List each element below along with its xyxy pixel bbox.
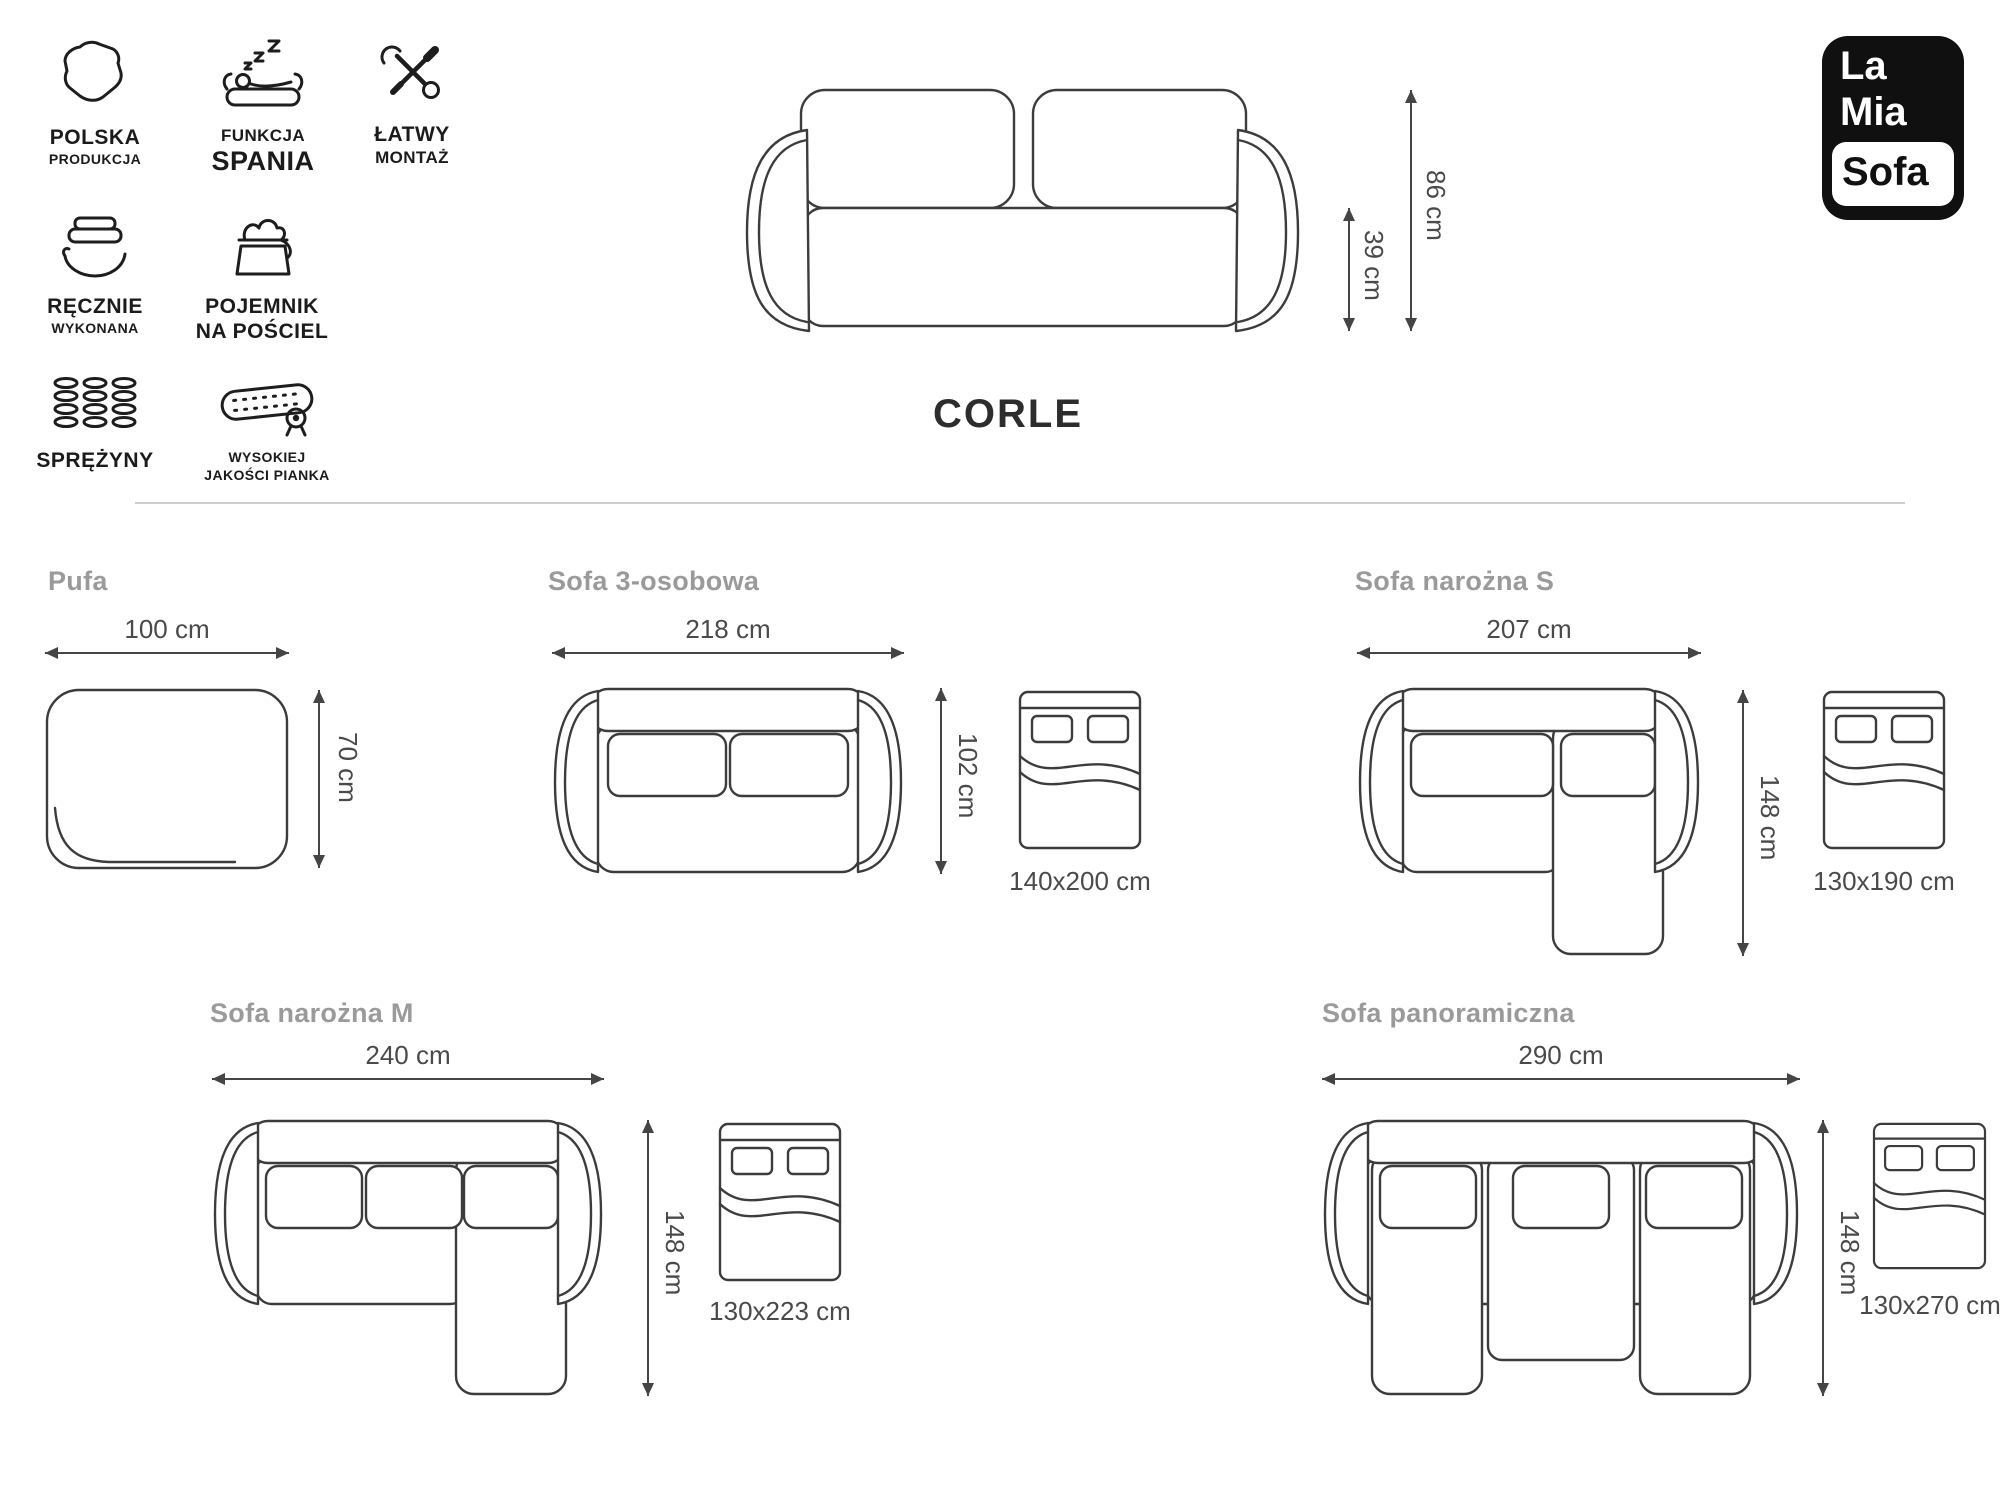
narozna-s-top-view-drawing: [1355, 686, 1703, 958]
total-height-dimension-label: 86 cm: [1421, 170, 1451, 241]
sofa3-depth-arrow: [935, 688, 947, 874]
narozna-s-bed-icon: [1822, 690, 1946, 850]
sofa3-bed-size-label: 140x200 cm: [1009, 866, 1151, 896]
feature-sprezyny: SPRĘŻYNY: [32, 372, 158, 474]
feature-sublabel: SPANIA: [211, 146, 315, 177]
feature-latwy-montaz: ŁATWY MONTAŻ: [352, 38, 472, 168]
feature-label: POJEMNIK: [205, 295, 319, 318]
sofa3-depth-label: 102 cm: [953, 733, 983, 819]
sofa3-width-label: 218 cm: [685, 614, 771, 644]
feature-label: POLSKA: [49, 126, 141, 149]
narozna-s-depth-arrow: [1737, 690, 1749, 956]
feature-recznie-wykonana: RĘCZNIE WYKONANA: [28, 208, 162, 337]
foam-quality-icon: [212, 372, 322, 443]
la-mia-sofa-logo: La Mia Sofa: [1822, 36, 1964, 220]
variant-heading-panoramiczna: Sofa panoramiczna: [1322, 998, 1575, 1028]
variant-heading-narozna-m: Sofa narożna M: [210, 998, 414, 1028]
feature-sublabel: WYKONANA: [51, 319, 139, 336]
narozna-s-width-label: 207 cm: [1486, 614, 1572, 644]
feature-sublabel: PRODUKCJA: [48, 150, 142, 167]
logo-line-1: La: [1840, 44, 1887, 88]
narozna-m-depth-arrow: [642, 1120, 654, 1396]
narozna-m-bed-size-label: 130x223 cm: [709, 1296, 851, 1326]
pufa-depth-arrow: [313, 690, 325, 868]
logo-line-3: Sofa: [1842, 150, 1929, 194]
sofa3-top-view-drawing: [550, 686, 906, 876]
logo-band: [1832, 142, 1954, 206]
feature-wysokiej-jakosci-pianka: WYSOKIEJ JAKOŚCI PIANKA: [182, 372, 352, 484]
narozna-s-depth-label: 148 cm: [1755, 775, 1785, 861]
feature-funkcja-spania: FUNKCJA SPANIA: [188, 33, 338, 177]
tools-icon: [375, 38, 449, 117]
pufa-depth-label: 70 cm: [333, 732, 363, 803]
narozna-m-depth-label: 148 cm: [660, 1210, 690, 1296]
panoramiczna-bed-icon: [1872, 1122, 1987, 1270]
variant-heading-sofa3: Sofa 3-osobowa: [548, 566, 760, 596]
panoramiczna-width-label: 290 cm: [1518, 1040, 1604, 1070]
sleep-function-icon: [219, 33, 307, 120]
feature-polska-produkcja: POLSKA PRODUKCJA: [35, 35, 155, 168]
narozna-m-width-arrow: [212, 1073, 604, 1085]
seat-height-dimension-label: 39 cm: [1359, 230, 1389, 301]
sofa3-width-arrow: [552, 647, 904, 659]
narozna-s-width-arrow: [1357, 647, 1701, 659]
narozna-m-width-label: 240 cm: [365, 1040, 451, 1070]
feature-label: WYSOKIEJ: [228, 449, 306, 465]
sofa-front-view-drawing: [715, 78, 1331, 336]
springs-icon: [51, 372, 139, 443]
narozna-m-bed-icon: [718, 1122, 842, 1282]
bedding-container-icon: [223, 206, 301, 289]
section-divider: [135, 502, 1905, 504]
total-height-dimension-arrow: [1405, 90, 1417, 331]
feature-label: FUNKCJA: [220, 126, 306, 145]
feature-pojemnik-na-posciel: POJEMNIK NA POŚCIEL: [182, 206, 342, 345]
feature-sublabel: JAKOŚCI PIANKA: [204, 466, 330, 483]
variant-heading-pufa: Pufa: [48, 566, 108, 596]
narozna-s-bed-size-label: 130x190 cm: [1813, 866, 1955, 896]
feature-label: SPRĘŻYNY: [36, 449, 154, 472]
narozna-m-top-view-drawing: [210, 1118, 606, 1398]
panoramiczna-depth-arrow: [1817, 1120, 1829, 1396]
poland-map-icon: [55, 35, 135, 120]
panoramiczna-top-view-drawing: [1320, 1118, 1802, 1398]
seat-height-dimension-arrow: [1343, 208, 1355, 331]
feature-sublabel: MONTAŻ: [375, 147, 449, 167]
pufa-width-arrow: [45, 647, 289, 659]
panoramiczna-depth-label: 148 cm: [1835, 1210, 1865, 1296]
feature-label: ŁATWY: [374, 123, 450, 146]
panoramiczna-width-arrow: [1322, 1073, 1800, 1085]
feature-sublabel: NA POŚCIEL: [195, 319, 329, 343]
feature-label: RĘCZNIE: [47, 295, 143, 318]
sofa3-bed-icon: [1018, 690, 1142, 850]
pufa-top-view-drawing: [45, 688, 289, 870]
logo-line-2: Mia: [1840, 90, 1907, 134]
hand-sofa-icon: [53, 208, 137, 289]
model-title: CORLE: [933, 392, 1083, 436]
variant-heading-narozna-s: Sofa narożna S: [1355, 566, 1555, 596]
pufa-width-label: 100 cm: [124, 614, 210, 644]
panoramiczna-bed-size-label: 130x270 cm: [1859, 1290, 2000, 1320]
